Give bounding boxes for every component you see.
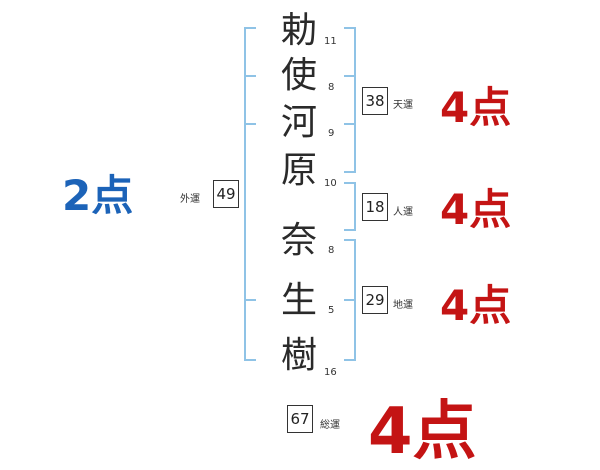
souun-points: 4点 bbox=[368, 395, 477, 469]
bracket-tick bbox=[344, 299, 356, 301]
name-char: 奈 bbox=[280, 220, 317, 261]
bracket-tick bbox=[344, 27, 356, 29]
bracket-tick bbox=[344, 123, 356, 125]
bracket-tick bbox=[344, 229, 356, 231]
chiun-label: 地運 bbox=[393, 300, 413, 311]
bracket-tick bbox=[244, 359, 256, 361]
stroke-count: 11 bbox=[324, 36, 337, 47]
name-char: 樹 bbox=[280, 335, 317, 376]
bracket-tick bbox=[344, 75, 356, 77]
bracket-tick bbox=[344, 359, 356, 361]
stroke-count: 9 bbox=[328, 128, 335, 139]
gaiun-points: 2点 bbox=[62, 171, 134, 220]
gaiun-label: 外運 bbox=[180, 194, 200, 205]
stroke-count: 16 bbox=[324, 367, 337, 378]
gaiun-value: 49 bbox=[213, 180, 239, 208]
name-char: 使 bbox=[280, 55, 317, 96]
bracket-tick bbox=[244, 75, 256, 77]
jinun-bracket bbox=[354, 182, 356, 231]
jinun-value: 18 bbox=[362, 193, 388, 221]
tenun-label: 天運 bbox=[393, 100, 413, 111]
outer-bracket bbox=[244, 27, 246, 361]
tenun-value: 38 bbox=[362, 87, 388, 115]
stroke-count: 8 bbox=[328, 82, 335, 93]
bracket-tick bbox=[344, 239, 356, 241]
tenun-bracket bbox=[354, 27, 356, 173]
jinun-points: 4点 bbox=[440, 185, 512, 234]
name-char: 河 bbox=[280, 102, 317, 143]
souun-label: 総運 bbox=[320, 420, 340, 431]
chiun-value: 29 bbox=[362, 286, 388, 314]
bracket-tick bbox=[244, 299, 256, 301]
stroke-count: 10 bbox=[324, 178, 337, 189]
name-char: 生 bbox=[280, 280, 317, 321]
chiun-points: 4点 bbox=[440, 281, 512, 330]
name-char: 勅 bbox=[280, 10, 317, 51]
name-char: 原 bbox=[280, 150, 317, 191]
souun-value: 67 bbox=[287, 405, 313, 433]
bracket-tick bbox=[344, 171, 356, 173]
bracket-tick bbox=[244, 123, 256, 125]
jinun-label: 人運 bbox=[393, 207, 413, 218]
stroke-count: 8 bbox=[328, 245, 335, 256]
stroke-count: 5 bbox=[328, 305, 335, 316]
bracket-tick bbox=[344, 182, 356, 184]
bracket-tick bbox=[244, 27, 256, 29]
tenun-points: 4点 bbox=[440, 83, 512, 132]
